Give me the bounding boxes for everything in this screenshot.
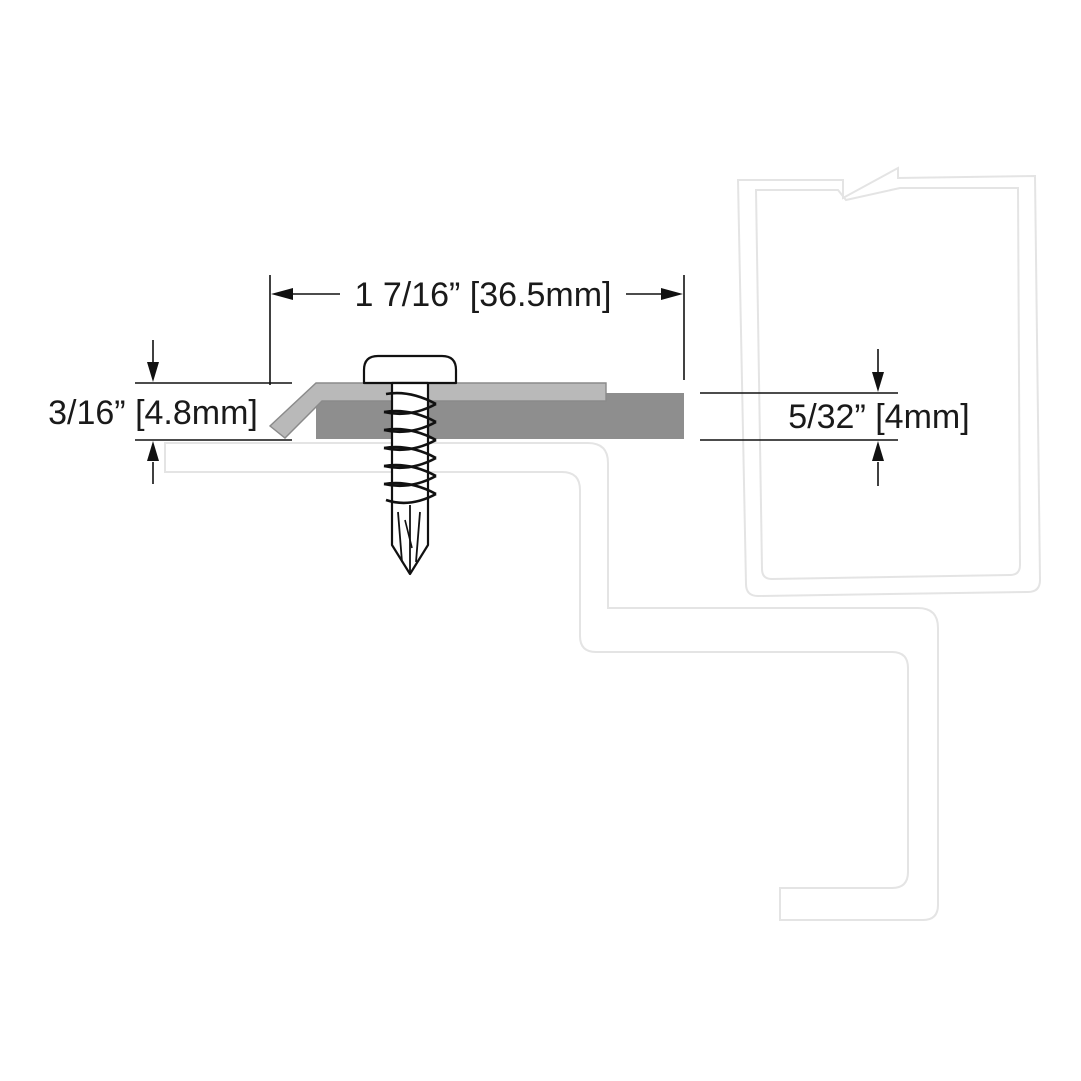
screw-threads — [383, 391, 437, 505]
width-label: 1 7/16” [36.5mm] — [354, 276, 611, 314]
arrow-up-icon — [147, 441, 159, 461]
arrow-up-icon — [872, 441, 884, 461]
width-dimension: 1 7/16” [36.5mm] — [269, 275, 685, 385]
arrow-down-icon — [147, 362, 159, 382]
arrow-left-icon — [271, 288, 293, 300]
left-height-label: 3/16” [4.8mm] — [48, 394, 258, 432]
drill-point-flutes — [397, 505, 421, 574]
arrow-right-icon — [661, 288, 683, 300]
self-drilling-screw — [362, 354, 458, 576]
right-height-dimension: 5/32” [4mm] — [700, 349, 970, 486]
screw-head — [362, 354, 458, 385]
right-height-label: 5/32” [4mm] — [788, 398, 969, 436]
clip-flange — [268, 382, 607, 439]
left-height-dimension: 3/16” [4.8mm] — [48, 340, 292, 484]
ghost-rail — [164, 442, 939, 921]
arrow-down-icon — [872, 372, 884, 392]
ghost-channel-right — [736, 166, 1042, 598]
